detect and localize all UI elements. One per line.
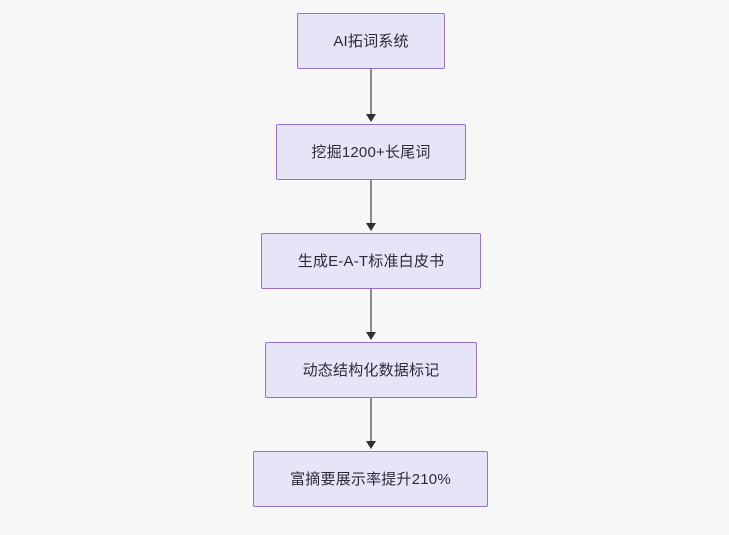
flow-arrowhead-4	[366, 441, 376, 449]
flow-edge-1	[370, 69, 372, 116]
flow-arrowhead-3	[366, 332, 376, 340]
flow-edge-4	[370, 398, 372, 443]
flow-node-rich-snippet-rate-increase[interactable]: 富摘要展示率提升210%	[253, 451, 488, 507]
flow-node-generate-eat-whitepaper[interactable]: 生成E-A-T标准白皮书	[261, 233, 481, 289]
flow-node-mine-longtail-keywords[interactable]: 挖掘1200+长尾词	[276, 124, 466, 180]
flow-node-dynamic-structured-data-markup[interactable]: 动态结构化数据标记	[265, 342, 477, 398]
flow-node-label: 富摘要展示率提升210%	[290, 470, 451, 488]
flow-arrowhead-2	[366, 223, 376, 231]
flow-node-label: AI拓词系统	[333, 32, 409, 50]
flow-edge-3	[370, 289, 372, 334]
flow-node-label: 生成E-A-T标准白皮书	[297, 252, 445, 270]
flow-node-ai-keyword-system[interactable]: AI拓词系统	[297, 13, 445, 69]
flow-node-label: 动态结构化数据标记	[302, 361, 440, 379]
flow-arrowhead-1	[366, 114, 376, 122]
flow-node-label: 挖掘1200+长尾词	[311, 143, 431, 161]
flow-edge-2	[370, 180, 372, 225]
